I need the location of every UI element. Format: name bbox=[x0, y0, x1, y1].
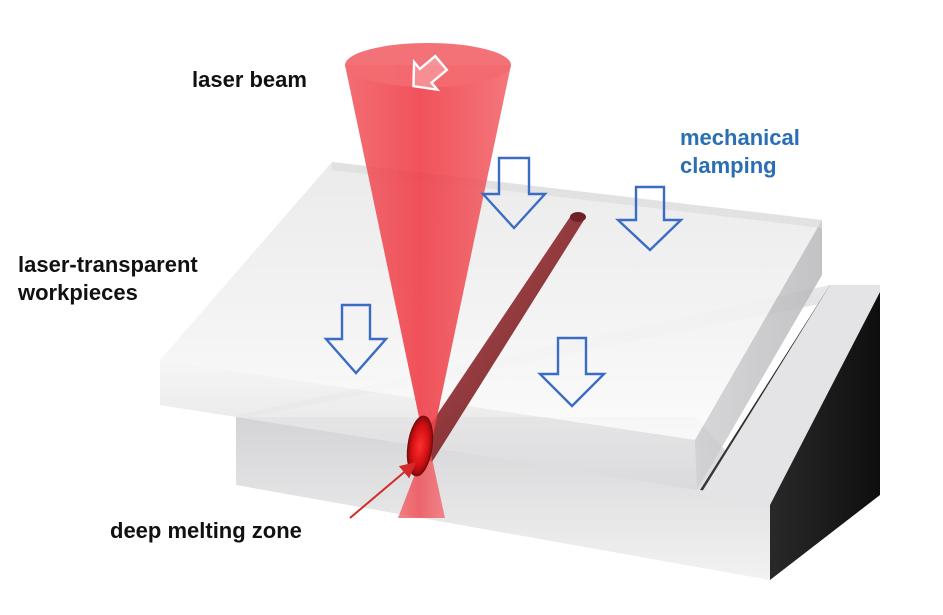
top-workpiece-top-face bbox=[160, 162, 822, 440]
workpieces-label-line-1: laser-transparent bbox=[18, 252, 198, 277]
bottom-workpiece-ledge bbox=[700, 285, 880, 505]
clamp-arrow-down-icon bbox=[537, 336, 607, 408]
weld-seam-end bbox=[570, 212, 586, 222]
top-workpiece-side-face bbox=[695, 220, 822, 490]
melting-zone bbox=[407, 416, 433, 476]
laser-beam-cone-top bbox=[345, 43, 511, 87]
laser-beam-cone-upper bbox=[345, 65, 511, 460]
workpieces-label-line-2: workpieces bbox=[18, 280, 138, 305]
laser-beam-cone-lower bbox=[398, 440, 445, 518]
melting-zone-pointer bbox=[349, 461, 417, 519]
laser-beam bbox=[345, 43, 511, 518]
beam-direction-arrow-icon bbox=[412, 54, 449, 92]
deep-melting-zone-label-text: deep melting zone bbox=[110, 518, 302, 543]
deep-melting-zone-label: deep melting zone bbox=[110, 517, 302, 545]
clamp-arrow-down-icon bbox=[480, 156, 548, 230]
weld-seam bbox=[412, 212, 586, 462]
weld-seam-body bbox=[412, 214, 584, 462]
laser-beam-label: laser beam bbox=[192, 66, 307, 94]
clamp-arrow-down-icon bbox=[323, 303, 389, 375]
laser-beam-label-text: laser beam bbox=[192, 67, 307, 92]
mechanical-clamping-label-line-2: clamping bbox=[680, 153, 777, 178]
mechanical-clamping-label: mechanical clamping bbox=[680, 124, 800, 180]
workpieces-label: laser-transparent workpieces bbox=[18, 251, 198, 307]
clamping-arrows bbox=[323, 156, 684, 408]
clamp-arrow-down-icon bbox=[614, 185, 684, 252]
mechanical-clamping-label-line-1: mechanical bbox=[680, 125, 800, 150]
